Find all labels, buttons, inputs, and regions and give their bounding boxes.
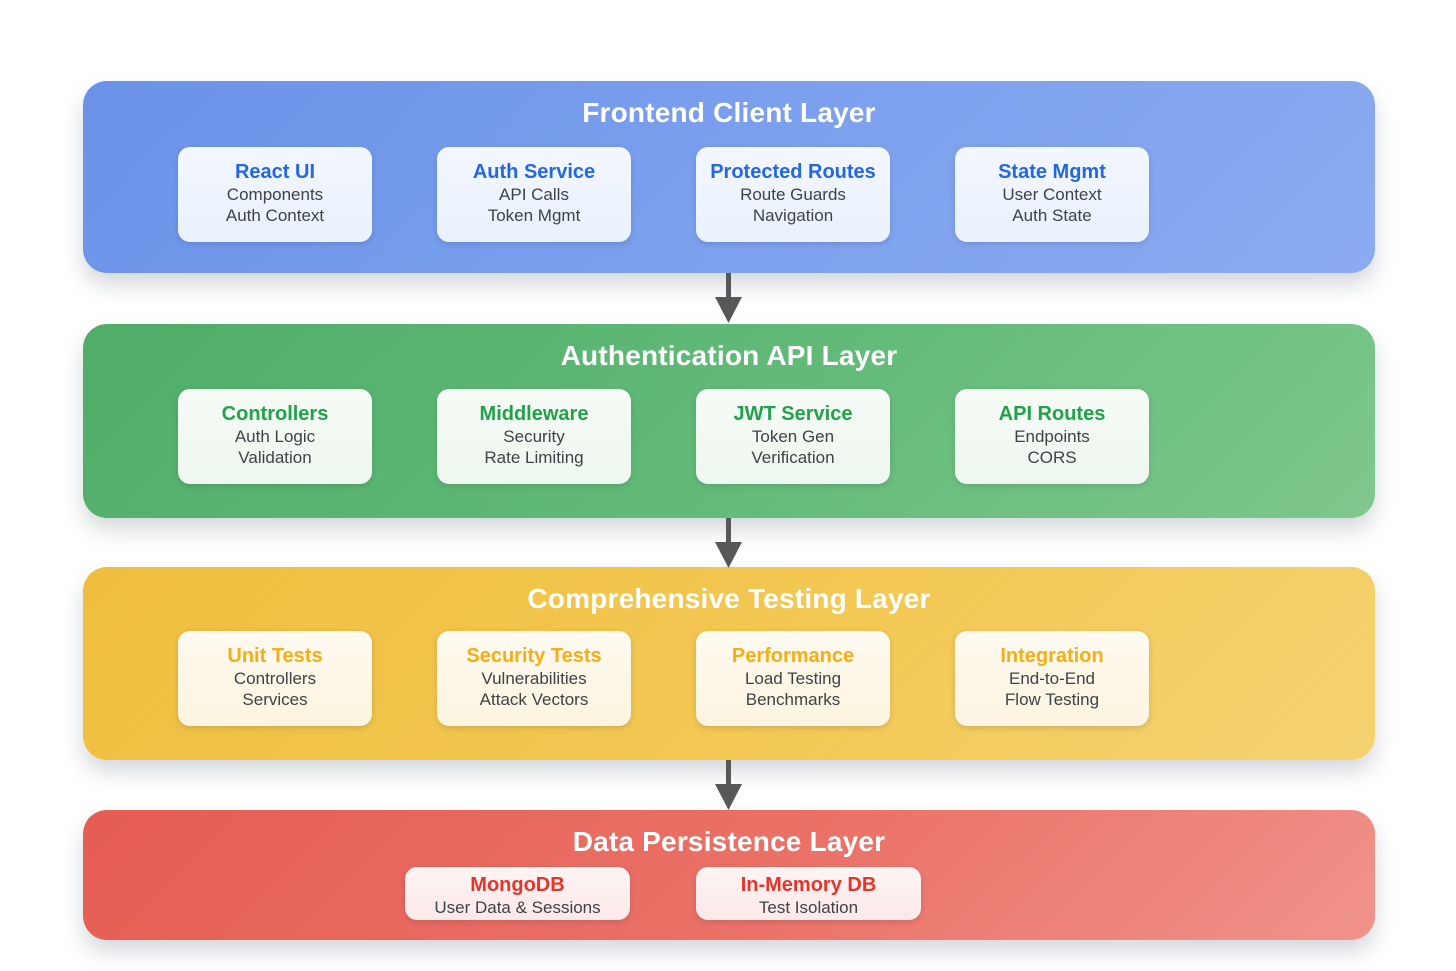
node-security-tests: Security Tests Vulnerabilities Attack Ve… (437, 631, 631, 726)
node-title: Controllers (221, 403, 329, 425)
node-mongodb: MongoDB User Data & Sessions (405, 867, 630, 920)
node-title: State Mgmt (998, 161, 1106, 183)
node-auth-service: Auth Service API Calls Token Mgmt (437, 147, 631, 242)
node-react-ui: React UI Components Auth Context (178, 147, 372, 242)
node-detail: Token Gen (751, 427, 835, 446)
node-title: Integration (1000, 645, 1104, 667)
node-detail: Attack Vectors (479, 690, 589, 709)
node-detail: Auth Context (225, 206, 325, 225)
node-detail: CORS (1027, 448, 1077, 467)
node-detail: Test Isolation (758, 898, 859, 917)
node-detail: Services (242, 690, 308, 709)
node-detail: Load Testing (744, 669, 842, 688)
node-detail: End-to-End (1009, 669, 1095, 688)
node-detail: Security (503, 427, 565, 446)
node-state-mgmt: State Mgmt User Context Auth State (955, 147, 1149, 242)
layer-frontend-client: Frontend Client Layer React UI Component… (83, 81, 1375, 273)
node-detail: API Calls (499, 185, 569, 204)
node-title: Security Tests (466, 645, 602, 667)
layer-data-persistence: Data Persistence Layer MongoDB User Data… (83, 810, 1375, 940)
node-controllers: Controllers Auth Logic Validation (178, 389, 372, 484)
node-title: JWT Service (733, 403, 853, 425)
node-detail: Validation (238, 448, 312, 467)
node-detail: Navigation (752, 206, 834, 225)
node-detail: Auth State (1012, 206, 1092, 225)
node-detail: Vulnerabilities (481, 669, 587, 688)
layer-title: Authentication API Layer (560, 340, 898, 371)
layer-title: Comprehensive Testing Layer (527, 583, 931, 614)
arrow-down-icon (714, 518, 743, 568)
node-in-memory-db: In-Memory DB Test Isolation (696, 867, 921, 920)
node-integration: Integration End-to-End Flow Testing (955, 631, 1149, 726)
layer-authentication-api: Authentication API Layer Controllers Aut… (83, 324, 1375, 518)
node-title: In-Memory DB (740, 874, 877, 896)
node-detail: Token Mgmt (487, 206, 581, 225)
node-detail: Auth Logic (234, 427, 316, 446)
arrow-down-icon (714, 273, 743, 323)
node-title: Middleware (479, 403, 589, 425)
node-detail: Controllers (233, 669, 317, 688)
node-title: React UI (234, 161, 316, 183)
node-detail: Flow Testing (1004, 690, 1100, 709)
node-detail: User Context (1002, 185, 1102, 204)
node-title: Protected Routes (710, 161, 876, 183)
node-title: MongoDB (470, 874, 565, 896)
node-detail: Rate Limiting (484, 448, 584, 467)
node-jwt-service: JWT Service Token Gen Verification (696, 389, 890, 484)
node-middleware: Middleware Security Rate Limiting (437, 389, 631, 484)
node-title: Performance (731, 645, 855, 667)
node-detail: Endpoints (1014, 427, 1090, 446)
node-detail: Route Guards (740, 185, 846, 204)
node-detail: Benchmarks (745, 690, 841, 709)
node-detail: User Data & Sessions (434, 898, 601, 917)
node-api-routes: API Routes Endpoints CORS (955, 389, 1149, 484)
node-performance: Performance Load Testing Benchmarks (696, 631, 890, 726)
layer-title: Data Persistence Layer (572, 826, 886, 857)
node-title: API Routes (998, 403, 1106, 425)
node-title: Unit Tests (227, 645, 323, 667)
node-unit-tests: Unit Tests Controllers Services (178, 631, 372, 726)
node-detail: Verification (751, 448, 835, 467)
layer-comprehensive-testing: Comprehensive Testing Layer Unit Tests C… (83, 567, 1375, 760)
node-title: Auth Service (472, 161, 596, 183)
node-detail: Components (226, 185, 324, 204)
arrow-down-icon (714, 760, 743, 810)
node-protected-routes: Protected Routes Route Guards Navigation (696, 147, 890, 242)
layer-title: Frontend Client Layer (582, 97, 876, 128)
